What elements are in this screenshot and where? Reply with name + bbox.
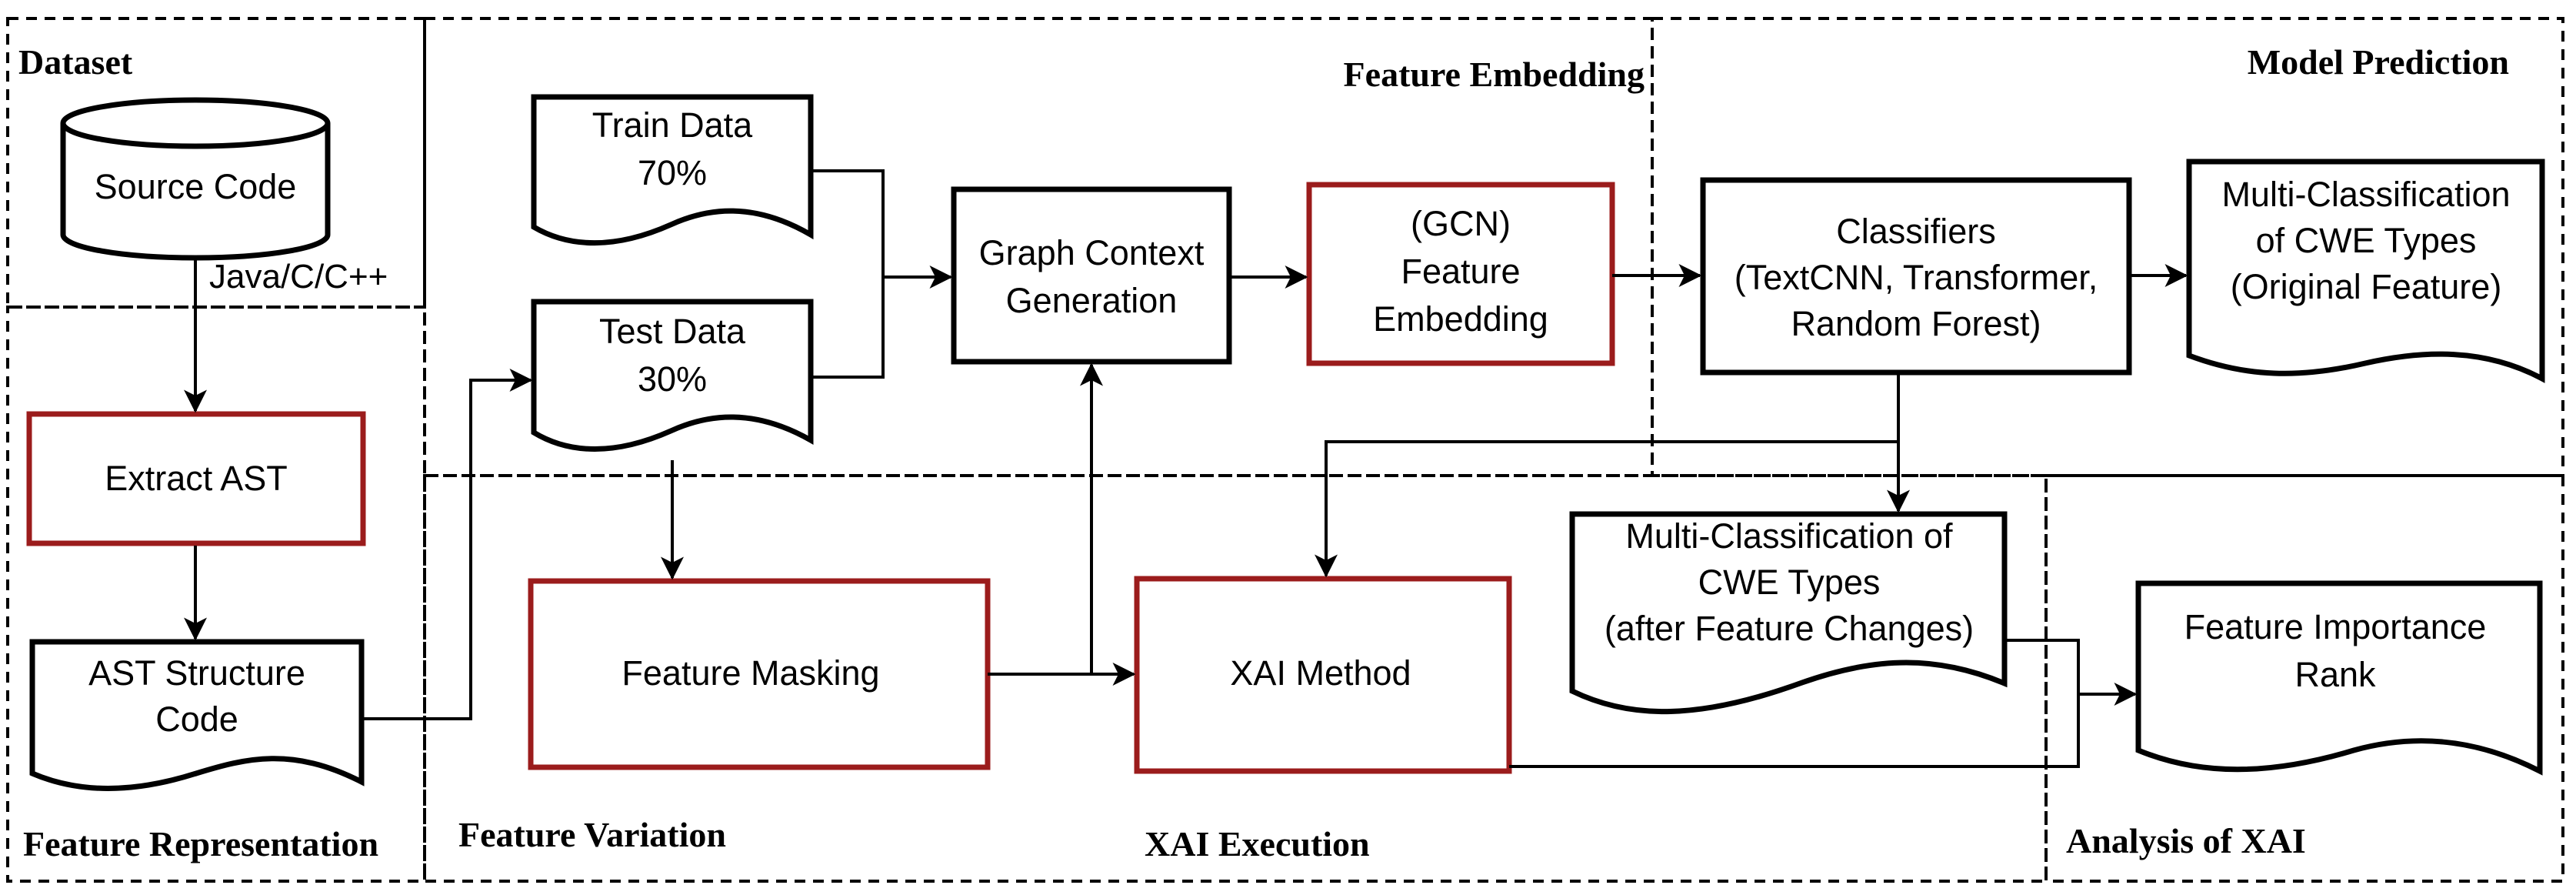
classifiers-label-1: Classifiers: [1836, 212, 1996, 251]
test-data-doc: [531, 299, 814, 452]
test-data-label-1: Test Data: [599, 312, 746, 351]
edge-ast-to-test: [362, 369, 533, 720]
edge-xai-to-importance: [1509, 694, 2080, 768]
edge-classifiers-to-xai: [1315, 440, 1898, 578]
multi-class-original-doc: [2186, 159, 2545, 383]
multi-class-changed-label-1: Multi-Classification of: [1625, 516, 1953, 556]
multi-class-changed-label-2: CWE Types: [1698, 563, 1881, 602]
region-label-xai-execution: XAI Execution: [1145, 824, 1370, 863]
region-analysis-border: [2044, 474, 2564, 883]
feature-masking-box: [528, 578, 991, 770]
ast-structure-label-2: Code: [155, 700, 238, 739]
feature-masking-label: Feature Masking: [622, 653, 879, 693]
classifiers-label-3: Random Forest): [1791, 304, 2041, 343]
source-code-database: Source Code: [60, 97, 331, 261]
region-label-dataset: Dataset: [18, 42, 133, 82]
multi-class-changed-doc: [1569, 511, 2008, 715]
ast-structure-doc: [29, 639, 365, 791]
multi-class-original-label-2: of CWE Types: [2256, 221, 2477, 260]
region-label-model-prediction: Model Prediction: [2248, 42, 2509, 82]
graph-context-label-1: Graph Context: [979, 233, 1205, 272]
edge-test-to-graph: [811, 277, 885, 379]
gcn-embedding-label-1: (GCN): [1411, 204, 1511, 243]
region-label-feature-embedding: Feature Embedding: [1344, 55, 1645, 94]
ast-structure-label-1: AST Structure: [88, 653, 305, 693]
train-data-label-2: 70%: [638, 153, 707, 192]
train-data-doc: [531, 94, 814, 246]
gcn-embedding-label-3: Embedding: [1373, 299, 1548, 339]
region-label-analysis-of-xai: Analysis of XAI: [2066, 821, 2306, 860]
train-data-label-1: Train Data: [592, 105, 753, 145]
test-data-label-2: 30%: [638, 359, 707, 399]
source-code-label: Source Code: [95, 167, 297, 206]
feature-importance-doc: [2135, 580, 2543, 776]
graph-context-box: [951, 186, 1232, 365]
classifiers-label-2: (TextCNN, Transformer,: [1735, 258, 2098, 297]
gcn-embedding-label-2: Feature: [1401, 252, 1520, 291]
region-label-feature-variation: Feature Variation: [458, 815, 726, 854]
languages-label: Java/C/C++: [209, 258, 388, 296]
feature-importance-label-2: Rank: [2294, 655, 2376, 694]
multi-class-changed-label-3: (after Feature Changes): [1605, 609, 1974, 648]
region-feature-representation-border: [6, 306, 426, 883]
xai-method-label: XAI Method: [1230, 653, 1411, 693]
extract-ast-box: [26, 411, 366, 546]
edge-changed-to-importance: [2004, 639, 2138, 706]
xai-method-box: [1134, 576, 1512, 774]
multi-class-original-label-3: (Original Feature): [2231, 267, 2502, 306]
extract-ast-label: Extract AST: [105, 459, 288, 498]
graph-context-label-2: Generation: [1006, 281, 1178, 320]
region-label-feature-representation: Feature Representation: [23, 824, 378, 863]
classifiers-box: [1700, 177, 2132, 376]
feature-importance-label-1: Feature Importance: [2184, 607, 2487, 646]
edge-train-to-graph: [811, 169, 953, 289]
multi-class-original-label-1: Multi-Classification: [2221, 175, 2510, 214]
